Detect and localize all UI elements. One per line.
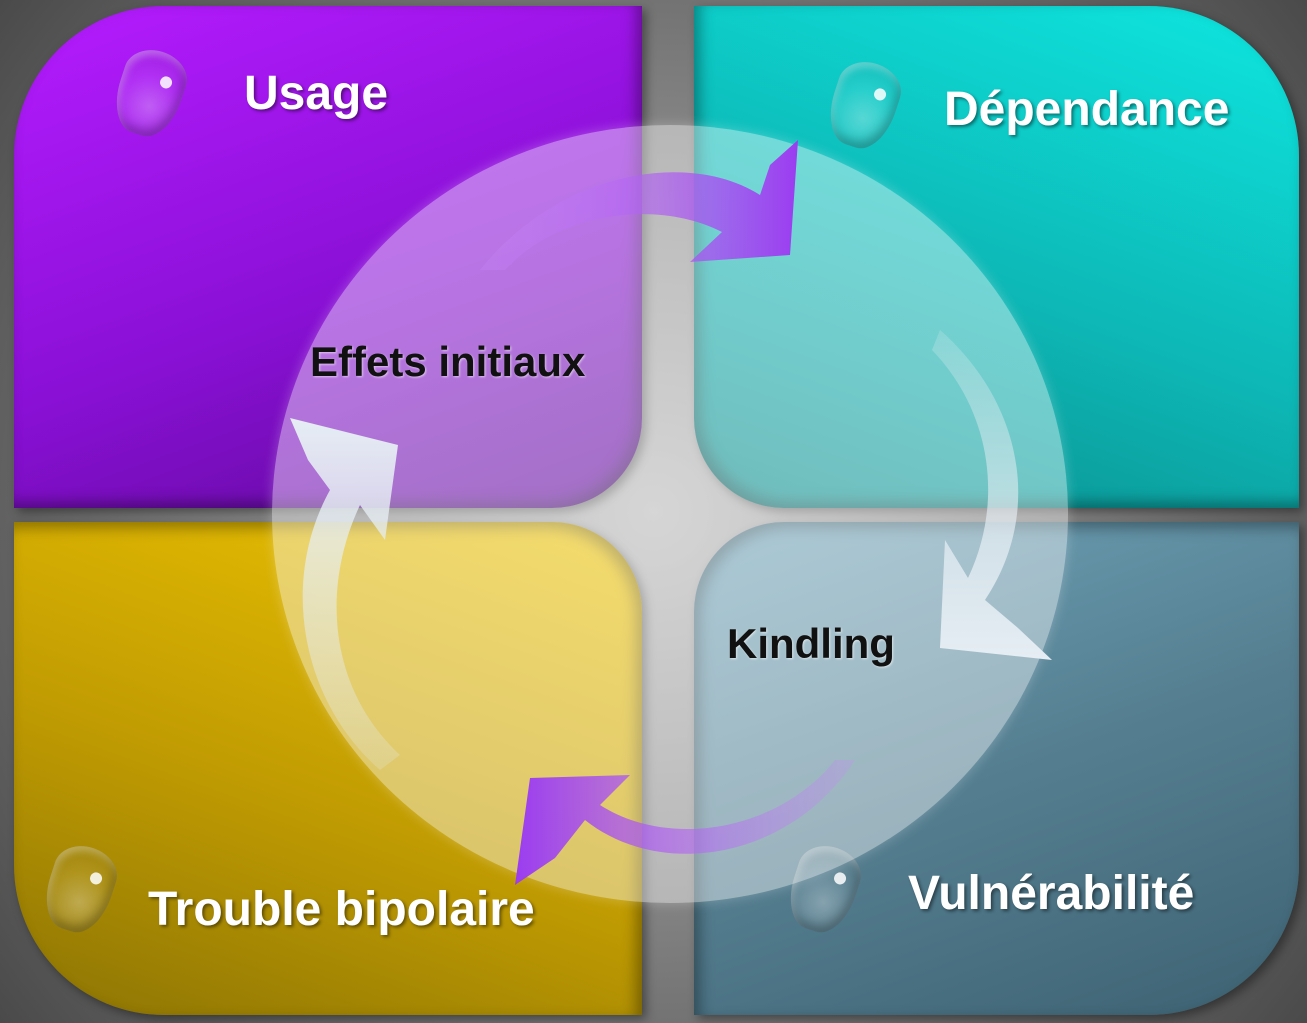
quadrant-label-trouble-bipolaire: Trouble bipolaire: [148, 883, 535, 936]
quadrant-label-dependance: Dépendance: [944, 83, 1230, 136]
quadrant-label-vulnerabilite: Vulnérabilité: [908, 867, 1195, 920]
cycle-label-effets-initiaux: Effets initiaux: [310, 338, 586, 385]
quadrant-vulnerabilite: [694, 522, 1299, 1015]
quadrant-label-usage: Usage: [244, 67, 389, 120]
arrow-top-purple: [480, 140, 798, 270]
arrow-right-light: [932, 330, 1052, 660]
arrow-bottom-purple: [515, 760, 855, 885]
cycle-circle: [272, 125, 1068, 903]
arrow-left-light: [290, 418, 400, 770]
cycle-label-kindling: Kindling: [727, 620, 895, 667]
